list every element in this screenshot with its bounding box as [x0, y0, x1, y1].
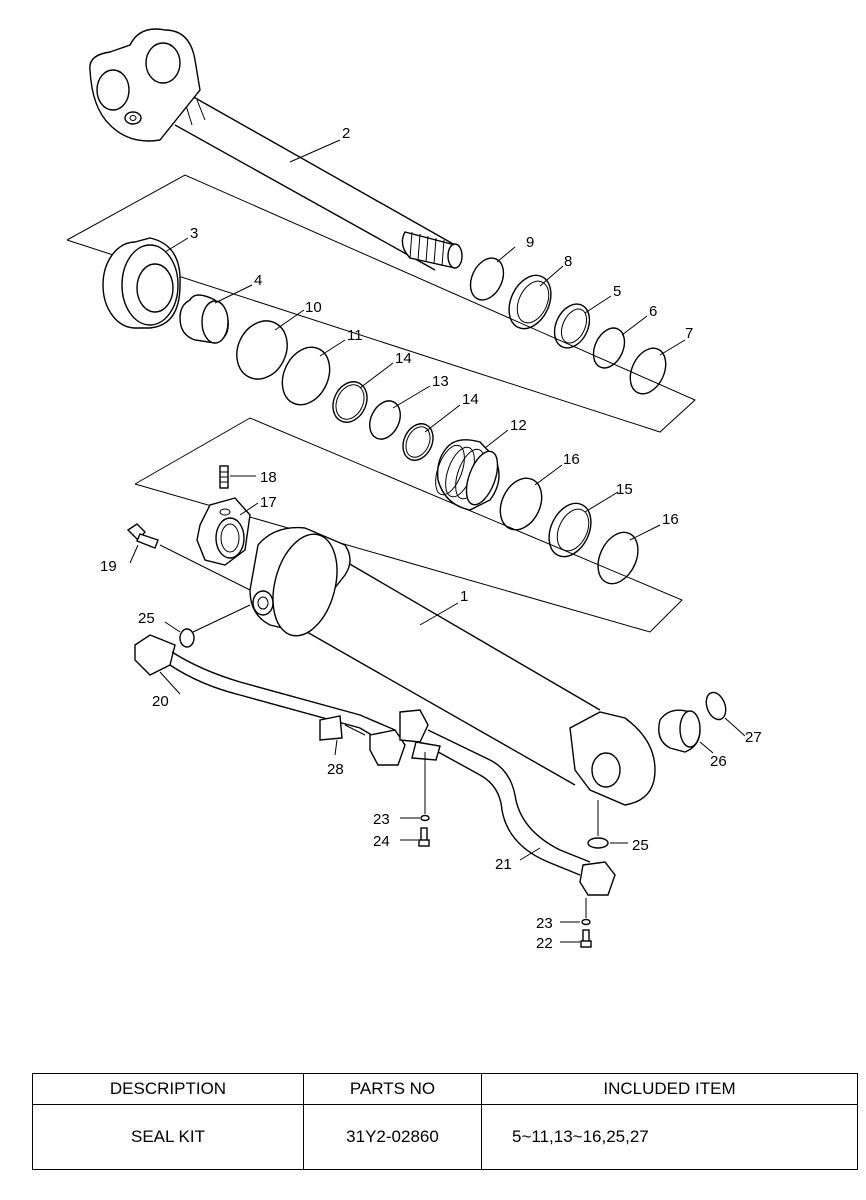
callout-25a: 25	[138, 610, 155, 627]
ring-16a-part	[499, 477, 543, 531]
ring-10-part	[236, 320, 288, 380]
leader-lines	[129, 139, 746, 943]
backup-ring-14b-part	[402, 423, 434, 461]
callout-9: 9	[526, 234, 534, 251]
callout-22: 22	[536, 935, 553, 952]
bolt-22-part	[580, 929, 592, 948]
table-header-row: DESCRIPTION PARTS NO INCLUDED ITEM	[32, 1073, 858, 1105]
callout-16a: 16	[563, 451, 580, 468]
callout-13: 13	[432, 373, 449, 390]
header-included-item: INCLUDED ITEM	[481, 1073, 858, 1105]
ring-27-part	[705, 691, 727, 721]
pipe-21-part	[399, 709, 616, 896]
bolt-24-part	[418, 827, 430, 847]
washer-23b-part	[581, 918, 591, 926]
ring-7-part	[629, 347, 667, 395]
callout-1: 1	[460, 588, 468, 605]
callout-6: 6	[649, 303, 657, 320]
callout-27: 27	[745, 729, 762, 746]
callout-21: 21	[495, 856, 512, 873]
bushing-part	[179, 294, 229, 344]
ring-16b-part	[597, 531, 639, 585]
callout-17: 17	[260, 494, 277, 511]
wear-ring-15-part	[548, 502, 592, 558]
bolt-19-part	[126, 523, 251, 591]
callout-12: 12	[510, 417, 527, 434]
piston-part	[435, 439, 500, 511]
cylinder-tube-part	[249, 526, 656, 806]
callout-23a: 23	[373, 811, 390, 828]
callout-23b: 23	[536, 915, 553, 932]
pipe-20-part	[134, 634, 406, 766]
piston-rod-part	[89, 28, 463, 271]
ring-6-part	[592, 327, 626, 369]
cell-included-item: 5~11,13~16,25,27	[481, 1104, 858, 1170]
ring-9-part	[469, 257, 505, 301]
piston-nut-part	[196, 497, 251, 566]
callout-28: 28	[327, 761, 344, 778]
header-description: DESCRIPTION	[32, 1073, 304, 1105]
header-parts-no: PARTS NO	[303, 1073, 482, 1105]
rod-cover-gland-part	[102, 237, 181, 329]
seal-kit-table: DESCRIPTION PARTS NO INCLUDED ITEM SEAL …	[32, 1073, 858, 1170]
callout-10: 10	[305, 299, 322, 316]
set-screw-part	[219, 465, 229, 489]
callout-19: 19	[100, 558, 117, 575]
hydraulic-cylinder-exploded-diagram: 1 2 3 4 5 6 7 8 9 10 11 12 13 14 14 15 1…	[66, 28, 762, 952]
callout-26: 26	[710, 753, 727, 770]
cell-parts-no: 31Y2-02860	[303, 1104, 482, 1170]
callout-11: 11	[347, 327, 363, 344]
callout-7: 7	[685, 325, 693, 342]
seal-5-part	[553, 303, 591, 349]
callout-16b: 16	[662, 511, 679, 528]
callout-15: 15	[616, 481, 633, 498]
o-ring-25a-part	[179, 628, 195, 648]
seal-8-part	[508, 274, 552, 330]
callout-2: 2	[342, 125, 350, 142]
o-ring-25b-part	[587, 837, 609, 849]
backup-ring-14a-part	[332, 381, 368, 423]
piston-group-outline	[134, 417, 683, 633]
ring-11-part	[281, 346, 331, 406]
ring-13-part	[369, 400, 401, 440]
cell-description: SEAL KIT	[32, 1104, 304, 1170]
callout-4: 4	[254, 272, 262, 289]
callout-3: 3	[190, 225, 198, 242]
callout-5: 5	[613, 283, 621, 300]
callout-8: 8	[564, 253, 572, 270]
callout-20: 20	[152, 693, 169, 710]
washer-23a-part	[420, 814, 430, 822]
callout-14a: 14	[395, 350, 412, 367]
table-row: SEAL KIT 31Y2-02860 5~11,13~16,25,27	[32, 1104, 858, 1170]
callout-25b: 25	[632, 837, 649, 854]
bushing-26-part	[658, 709, 701, 753]
rod-group-outline	[66, 174, 696, 433]
callout-14b: 14	[462, 391, 479, 408]
callout-18: 18	[260, 469, 277, 486]
callout-24: 24	[373, 833, 390, 850]
